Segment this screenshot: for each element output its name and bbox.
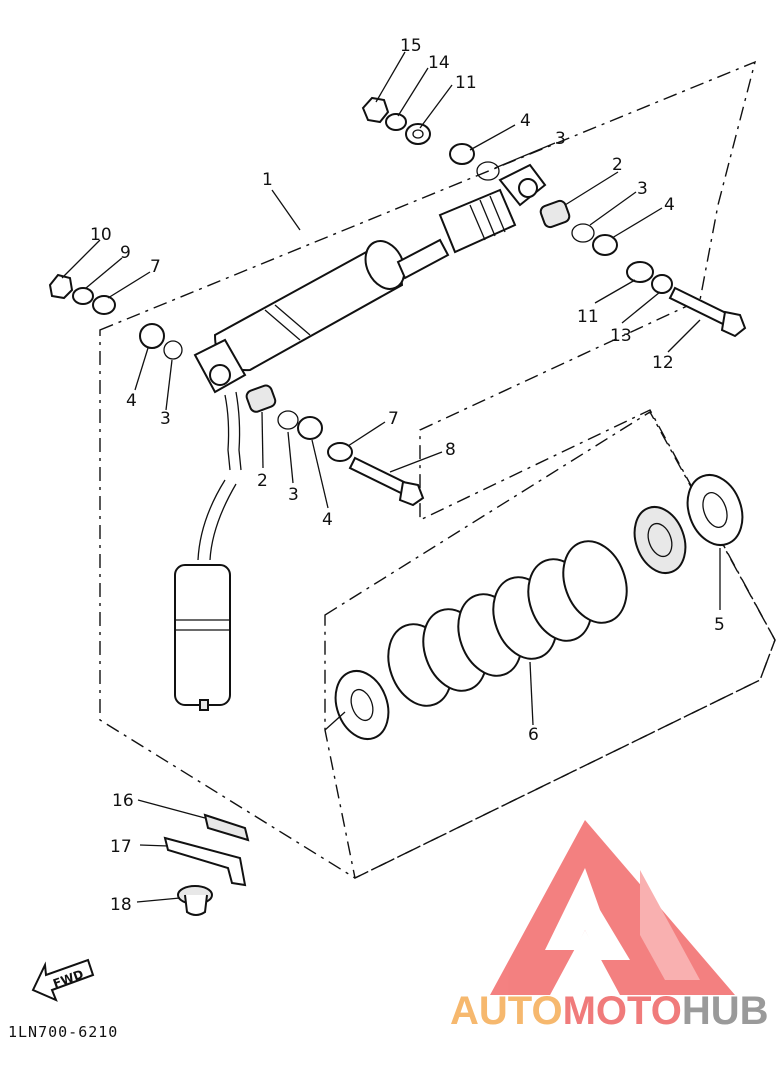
callout-15: 15	[400, 36, 422, 56]
hardware-parts	[48, 96, 747, 916]
callout-2b: 2	[257, 471, 268, 491]
callout-7a: 7	[150, 257, 161, 277]
callout-8: 8	[445, 440, 456, 460]
shock-absorber	[174, 163, 547, 711]
callout-11b: 11	[577, 307, 599, 327]
callout-2a: 2	[612, 155, 623, 175]
shock-assembly-boundary	[99, 60, 776, 879]
callout-7b: 7	[388, 409, 399, 429]
callout-9: 9	[120, 243, 131, 263]
callout-12: 12	[652, 353, 674, 373]
lock-nut	[686, 474, 744, 546]
callout-14: 14	[428, 53, 450, 73]
leader-lines	[61, 51, 721, 903]
callout-17: 17	[110, 837, 132, 857]
watermark-hub: HUB	[682, 989, 769, 1033]
spring-seat	[334, 670, 390, 740]
callout-1: 1	[262, 170, 273, 190]
callout-4a: 4	[520, 111, 531, 131]
callout-3c: 3	[160, 409, 171, 429]
callout-16: 16	[112, 791, 134, 811]
watermark-logo-icon	[490, 820, 735, 995]
watermark-text: AUTOMOTOHUB	[450, 989, 769, 1033]
callout-4c: 4	[126, 391, 137, 411]
callout-3a: 3	[555, 129, 566, 149]
callout-13: 13	[610, 326, 632, 346]
callout-3d: 3	[288, 485, 299, 505]
callout-4d: 4	[322, 510, 333, 530]
watermark-auto: AUTO	[450, 989, 563, 1033]
callout-3b: 3	[637, 179, 648, 199]
callout-10: 10	[90, 225, 112, 245]
watermark-moto: MOTO	[563, 989, 682, 1033]
callout-4b: 4	[664, 195, 675, 215]
drawing-code: 1LN700-6210	[8, 1023, 118, 1041]
callout-18: 18	[110, 895, 132, 915]
callout-11a: 11	[455, 73, 477, 93]
callout-5: 5	[714, 615, 725, 635]
coil-spring	[387, 540, 628, 707]
callout-6: 6	[528, 725, 539, 745]
spring-adjuster	[633, 506, 687, 574]
callout-labels: 1 2 2 3 3 3 3 4 4 4 4 5 6 7 7 8 9 10 11 …	[90, 36, 725, 915]
fwd-arrow-icon: FWD	[31, 958, 95, 1002]
